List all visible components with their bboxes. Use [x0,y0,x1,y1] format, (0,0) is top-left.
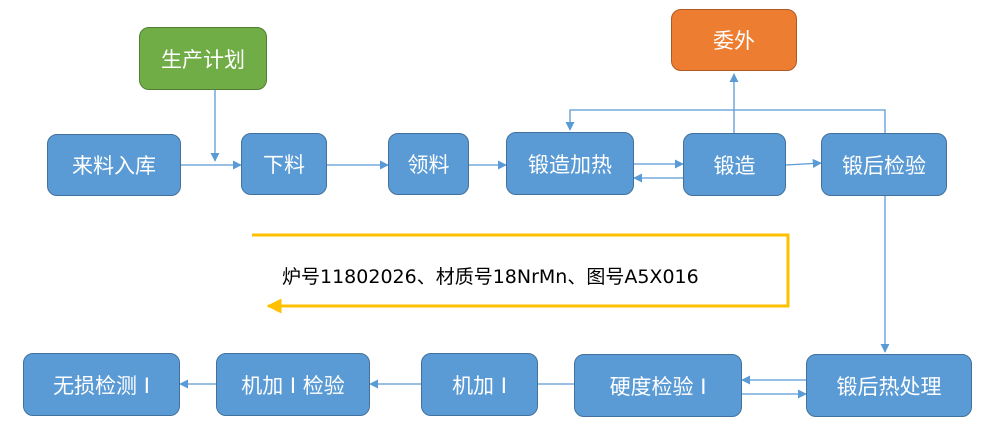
node-ndt: 无损检测 I [23,353,180,416]
node-post-forge-heat-treatment: 锻后热处理 [806,354,972,417]
node-material-pick: 领料 [388,133,469,195]
node-machining: 机加 I [421,353,538,416]
node-post-forge-inspection: 锻后检验 [821,133,947,196]
node-cutting: 下料 [241,133,327,195]
node-machining-inspection: 机加 I 检验 [216,353,370,416]
connector-forging-to-inspection [785,158,822,169]
node-production-plan: 生产计划 [139,27,267,90]
node-outsourcing: 委外 [671,9,797,71]
node-forge-heating: 锻造加热 [506,132,634,195]
node-incoming: 来料入库 [47,134,181,196]
annotation-text: 炉号11802026、材质号18NrMn、图号A5X016 [282,266,699,288]
node-hardness-inspection: 硬度检验 I [574,354,742,417]
connector-return-loop [565,109,886,133]
annotation-arrow [252,233,790,314]
node-forging: 锻造 [683,133,786,196]
